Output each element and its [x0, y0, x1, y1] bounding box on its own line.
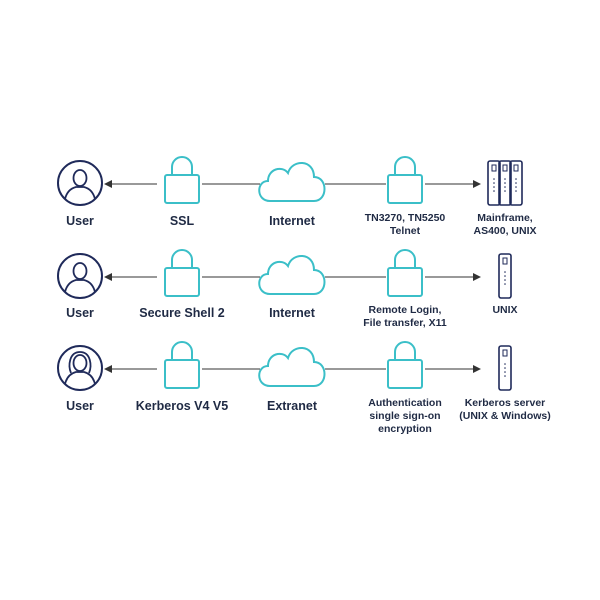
protocol-label-line: SSL [169, 214, 195, 228]
service-label-line: File transfer, X11 [363, 317, 447, 329]
padlock-icon [164, 249, 200, 297]
protocol-label: Secure Shell 2 [122, 306, 242, 320]
user-female-icon [57, 345, 103, 391]
server-label-line: AS400, UNIX [473, 225, 537, 237]
service-label-line: Telnet [389, 225, 421, 237]
user-male-icon [57, 253, 103, 299]
cloud-icon [258, 347, 326, 387]
protocol-label-line: Secure Shell 2 [139, 306, 225, 320]
service-label-line: Authentication [368, 397, 442, 409]
diagram-row-2 [57, 249, 512, 299]
user-label: User [20, 214, 140, 228]
user-label: User [20, 306, 140, 320]
server-label-line: Kerberos server [464, 397, 546, 409]
network-label-line: Extranet [266, 399, 318, 413]
padlock-icon [387, 341, 423, 389]
network-label-line: Internet [269, 214, 315, 228]
service-label-line: encryption [378, 423, 432, 435]
cloud-icon [258, 162, 326, 202]
server-label-line: (UNIX & Windows) [459, 410, 551, 422]
protocol-label-line: Kerberos V4 V5 [135, 399, 229, 413]
padlock-icon [164, 156, 200, 204]
user-label-line: User [66, 214, 94, 228]
protocol-label: SSL [122, 214, 242, 228]
network-label: Extranet [232, 399, 352, 413]
server-label: UNIX [445, 304, 565, 317]
service-label-line: single sign-on [369, 410, 441, 422]
network-label-line: Internet [269, 306, 315, 320]
server-label-line: UNIX [492, 304, 518, 316]
padlock-icon [387, 249, 423, 297]
user-male-icon [57, 160, 103, 206]
user-label-line: User [66, 306, 94, 320]
padlock-icon [164, 341, 200, 389]
network-label: Internet [232, 306, 352, 320]
server-label: Kerberos server(UNIX & Windows) [445, 397, 565, 423]
server-rack-icon [487, 160, 523, 206]
service-label: Remote Login,File transfer, X11 [345, 304, 465, 330]
cloud-icon [258, 255, 326, 295]
server-tower-icon [498, 345, 512, 391]
server-tower-icon [498, 253, 512, 299]
service-label-line: Remote Login, [368, 304, 442, 316]
diagram-row-1 [57, 156, 523, 206]
protocol-label: Kerberos V4 V5 [122, 399, 242, 413]
user-label: User [20, 399, 140, 413]
server-label-line: Mainframe, [477, 212, 533, 224]
padlock-icon [387, 156, 423, 204]
network-label: Internet [232, 214, 352, 228]
user-label-line: User [66, 399, 94, 413]
diagram-row-3 [57, 341, 512, 391]
server-label: Mainframe,AS400, UNIX [445, 212, 565, 238]
service-label-line: TN3270, TN5250 [364, 212, 446, 224]
